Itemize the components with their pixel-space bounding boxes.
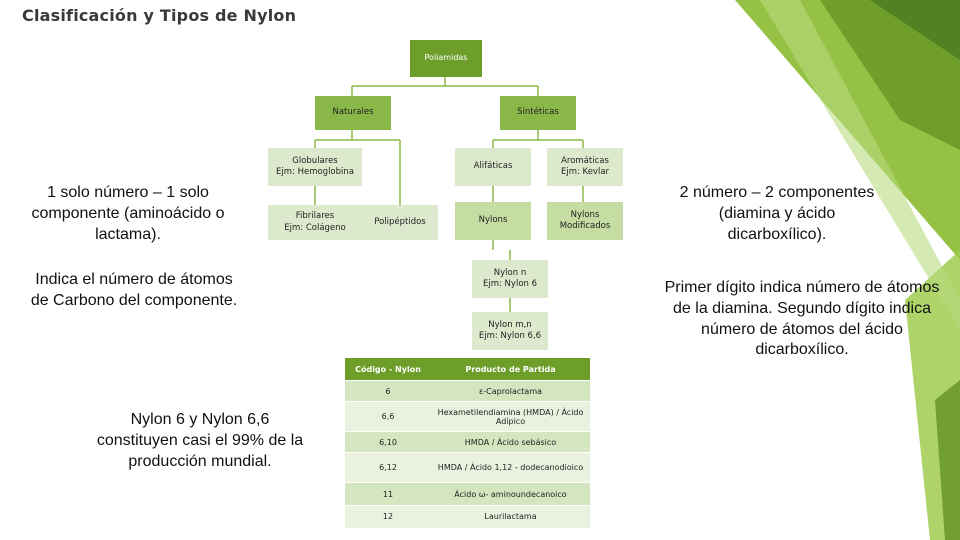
deco-shard-6 <box>760 0 960 330</box>
table-row: 6,12 HMDA / Ácido 1,12 - dodecanodioico <box>345 452 590 483</box>
deco-shard-5 <box>935 380 960 540</box>
nylon-table: Código - Nylon Producto de Partida 6 ε-C… <box>345 358 590 528</box>
deco-shard-2 <box>820 0 960 150</box>
table-cell-code: 6 <box>345 380 431 402</box>
node-nylon-mn: Nylon m,n Ejm: Nylon 6,6 <box>472 312 548 350</box>
node-nylons-label: Nylons <box>478 215 508 226</box>
connector-sinteticas <box>492 130 584 148</box>
connector-nylons <box>492 240 511 312</box>
note-production: Nylon 6 y Nylon 6,6 constituyen casi el … <box>96 411 304 470</box>
node-polipeptidos-label: Polipéptidos <box>374 216 426 227</box>
node-aromaticas-label: Aromáticas Ejm: Kevlar <box>560 155 610 177</box>
table-cell-product: Hexametilendiamina (HMDA) / Ácido Adípic… <box>431 401 590 432</box>
table-row: 6,6 Hexametilendiamina (HMDA) / Ácido Ad… <box>345 401 590 432</box>
table-row: 6,10 HMDA / Ácido sebásico <box>345 431 590 453</box>
node-nylon-n: Nylon n Ejm: Nylon 6 <box>472 260 548 298</box>
table-row: 6 ε-Caprolactama <box>345 380 590 402</box>
node-polipeptidos: Polipéptidos <box>362 205 438 240</box>
note-digits-meaning: Primer dígito indica número de átomos de… <box>664 279 940 359</box>
table-cell-product: HMDA / Ácido sebásico <box>431 431 590 453</box>
table-header-code: Código - Nylon <box>345 358 431 381</box>
node-naturales-label: Naturales <box>332 107 374 118</box>
node-nylons-modificados-label: Nylons Modificados <box>559 209 611 231</box>
node-naturales: Naturales <box>315 96 391 130</box>
table-cell-code: 6,10 <box>345 431 431 453</box>
node-fibrilares: Fibrilares Ejm: Colágeno <box>268 205 362 240</box>
table-cell-product: Laurilactama <box>431 505 590 528</box>
table-cell-product: HMDA / Ácido 1,12 - dodecanodioico <box>431 452 590 483</box>
node-nylons: Nylons <box>455 202 531 240</box>
node-sinteticas: Sintéticas <box>500 96 576 130</box>
table-cell-code: 6,6 <box>345 401 431 432</box>
node-globulares-label: Globulares Ejm: Hemoglobina <box>276 155 354 177</box>
table-header-product: Producto de Partida <box>431 358 590 381</box>
table-cell-code: 6,12 <box>345 452 431 483</box>
table-cell-code: 11 <box>345 482 431 506</box>
page-title: Clasificación y Tipos de Nylon <box>22 6 297 25</box>
node-aromaticas: Aromáticas Ejm: Kevlar <box>547 148 623 186</box>
table-header-row: Código - Nylon Producto de Partida <box>345 358 590 381</box>
node-nylons-modificados: Nylons Modificados <box>547 202 623 240</box>
node-poliamidas-label: Poliamidas <box>424 53 468 63</box>
table-row: 12 Laurilactama <box>345 505 590 528</box>
table-cell-product: Ácido ω- aminoundecanoico <box>431 482 590 506</box>
table-row: 11 Ácido ω- aminoundecanoico <box>345 482 590 506</box>
table-cell-product: ε-Caprolactama <box>431 380 590 402</box>
connector-naturales <box>314 130 401 205</box>
node-alifaticas-label: Alifáticas <box>473 161 513 172</box>
node-alifaticas: Alifáticas <box>455 148 531 186</box>
note-two-numbers: 2 número – 2 componentes (diamina y ácid… <box>679 184 875 243</box>
connector-poliamidas <box>351 77 539 96</box>
node-fibrilares-label: Fibrilares Ejm: Colágeno <box>284 211 346 233</box>
note-carbon-atoms: Indica el número de átomos de Carbono de… <box>30 271 238 309</box>
node-globulares: Globulares Ejm: Hemoglobina <box>268 148 362 186</box>
node-poliamidas: Poliamidas <box>410 40 482 77</box>
deco-shard-3 <box>870 0 960 60</box>
table-cell-code: 12 <box>345 505 431 528</box>
node-sinteticas-label: Sintéticas <box>517 107 559 118</box>
note-single-number: 1 solo número – 1 solo componente (amino… <box>31 184 225 243</box>
node-nylon-mn-label: Nylon m,n Ejm: Nylon 6,6 <box>478 319 542 341</box>
node-nylon-n-label: Nylon n Ejm: Nylon 6 <box>482 267 538 289</box>
